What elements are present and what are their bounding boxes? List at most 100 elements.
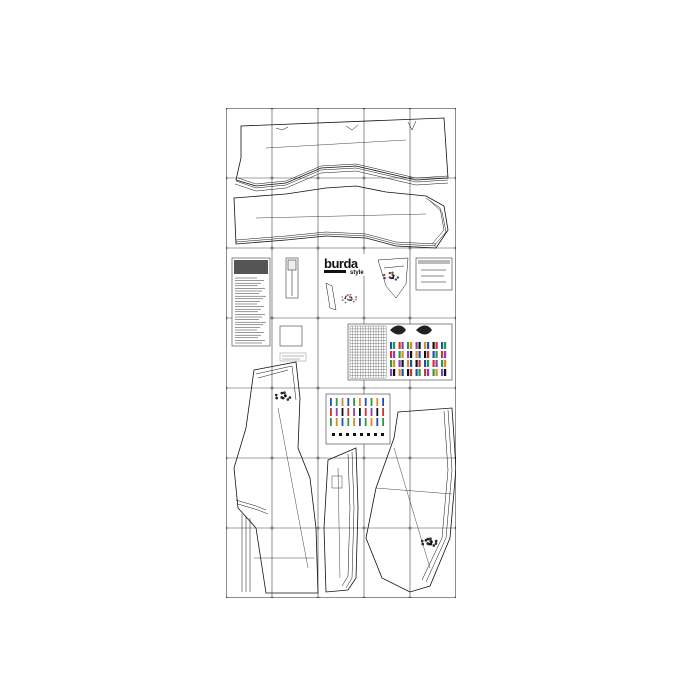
pocket-colour-bar <box>370 408 373 416</box>
size-colour-bar <box>390 360 393 367</box>
pocket-colour-bar <box>347 408 350 416</box>
colour-marker <box>424 539 428 542</box>
colour-marker <box>344 297 347 300</box>
pocket-colour-bar <box>341 408 344 416</box>
colour-marker <box>391 271 394 274</box>
pocket-symbol <box>339 433 342 436</box>
colour-marker <box>348 296 351 298</box>
colour-marker <box>280 391 284 395</box>
colour-marker <box>283 391 286 395</box>
colour-marker <box>351 298 354 301</box>
pattern-sheet: burda style <box>226 108 456 598</box>
pocket-colour-bar <box>353 418 355 426</box>
size-colour-bar <box>435 360 438 367</box>
size-colour-bar <box>418 351 421 358</box>
pocket-colour-bar <box>335 408 338 416</box>
size-colour-bar <box>424 360 427 367</box>
colour-marker <box>346 298 349 301</box>
size-colour-bar <box>432 369 435 376</box>
pocket-colour-bar <box>364 398 367 406</box>
pocket-symbol <box>353 433 356 436</box>
pocket-colour-bar <box>370 398 373 406</box>
size-colour-bar <box>432 360 435 367</box>
pocket-colour-bar <box>330 408 332 416</box>
size-colour-bar <box>393 360 396 367</box>
pocket-colour-bar <box>370 418 373 426</box>
pocket-symbol <box>374 433 377 436</box>
colour-marker <box>396 276 400 279</box>
size-chart <box>347 323 453 381</box>
size-colour-bar <box>432 342 435 349</box>
sheet-border <box>226 108 456 598</box>
colour-marker <box>283 394 287 397</box>
pocket-symbol <box>332 433 335 436</box>
size-colour-bar <box>415 369 418 376</box>
colour-marker <box>348 299 351 301</box>
instructions-panel <box>231 257 271 347</box>
size-colour-bar <box>401 360 404 367</box>
size-colour-bar <box>424 351 427 358</box>
size-colour-bar <box>390 369 393 376</box>
size-colour-bar <box>390 351 393 358</box>
colour-marker <box>394 278 397 281</box>
size-colour-bar <box>410 369 413 376</box>
pocket-colour-bar <box>376 408 379 416</box>
size-colour-bar <box>398 351 401 358</box>
colour-marker <box>432 544 436 547</box>
pocket-colour-bar <box>382 418 384 426</box>
size-colour-bar <box>410 342 413 349</box>
size-colour-bar <box>401 342 404 349</box>
pattern-piece-top-1 <box>234 117 449 192</box>
pattern-piece-top-2 <box>233 185 449 249</box>
brand-logo: burda <box>324 256 359 271</box>
colour-marker <box>350 299 352 301</box>
colour-marker <box>346 294 349 296</box>
size-colour-bar <box>435 369 438 376</box>
colour-marker <box>391 273 394 277</box>
colour-marker <box>391 276 395 280</box>
size-colour-bar <box>398 360 401 367</box>
size-colour-bar <box>427 369 430 376</box>
colour-marker <box>388 271 391 275</box>
size-colour-bar <box>407 360 410 367</box>
size-colour-bar <box>418 369 421 376</box>
size-colour-bar <box>432 351 435 358</box>
pocket-colour-bar <box>341 398 344 406</box>
size-colour-bar <box>424 342 427 349</box>
layout-diagram-panel <box>377 257 409 299</box>
size-colour-bar <box>441 342 444 349</box>
pocket-colour-bar <box>353 398 355 406</box>
pocket-colour-bar <box>382 408 384 416</box>
pocket-symbol <box>346 433 349 436</box>
size-colour-bar <box>401 369 404 376</box>
pocket-colour-bar <box>364 418 367 426</box>
colour-marker <box>355 298 357 301</box>
size-colour-bar <box>415 360 418 367</box>
size-colour-bar <box>444 351 447 358</box>
pocket-colour-bar <box>382 398 384 406</box>
pocket-colour-bar <box>347 398 350 406</box>
size-colour-bar <box>427 342 430 349</box>
size-colour-bar <box>407 369 410 376</box>
size-colour-bar <box>390 342 393 349</box>
size-colour-bar <box>441 351 444 358</box>
size-colour-bar <box>410 351 413 358</box>
pocket-colour-bar <box>376 398 379 406</box>
colour-marker <box>345 295 347 298</box>
colour-marker <box>429 537 432 541</box>
pocket-colour-bar <box>364 408 367 416</box>
colour-marker <box>426 537 430 541</box>
pocket-colour-bar <box>353 408 355 416</box>
colour-marker <box>286 398 290 401</box>
size-colour-bar <box>444 369 447 376</box>
pocket-colour-bar <box>376 418 379 426</box>
colour-marker <box>341 296 344 298</box>
size-colour-bar <box>441 360 444 367</box>
size-colour-bar <box>427 360 430 367</box>
pocket-colour-bar <box>359 418 361 426</box>
pocket-colour-bar <box>341 418 344 426</box>
size-colour-bar <box>393 342 396 349</box>
colour-marker <box>288 396 292 399</box>
size-colour-bar <box>401 351 404 358</box>
colour-marker <box>349 293 352 296</box>
